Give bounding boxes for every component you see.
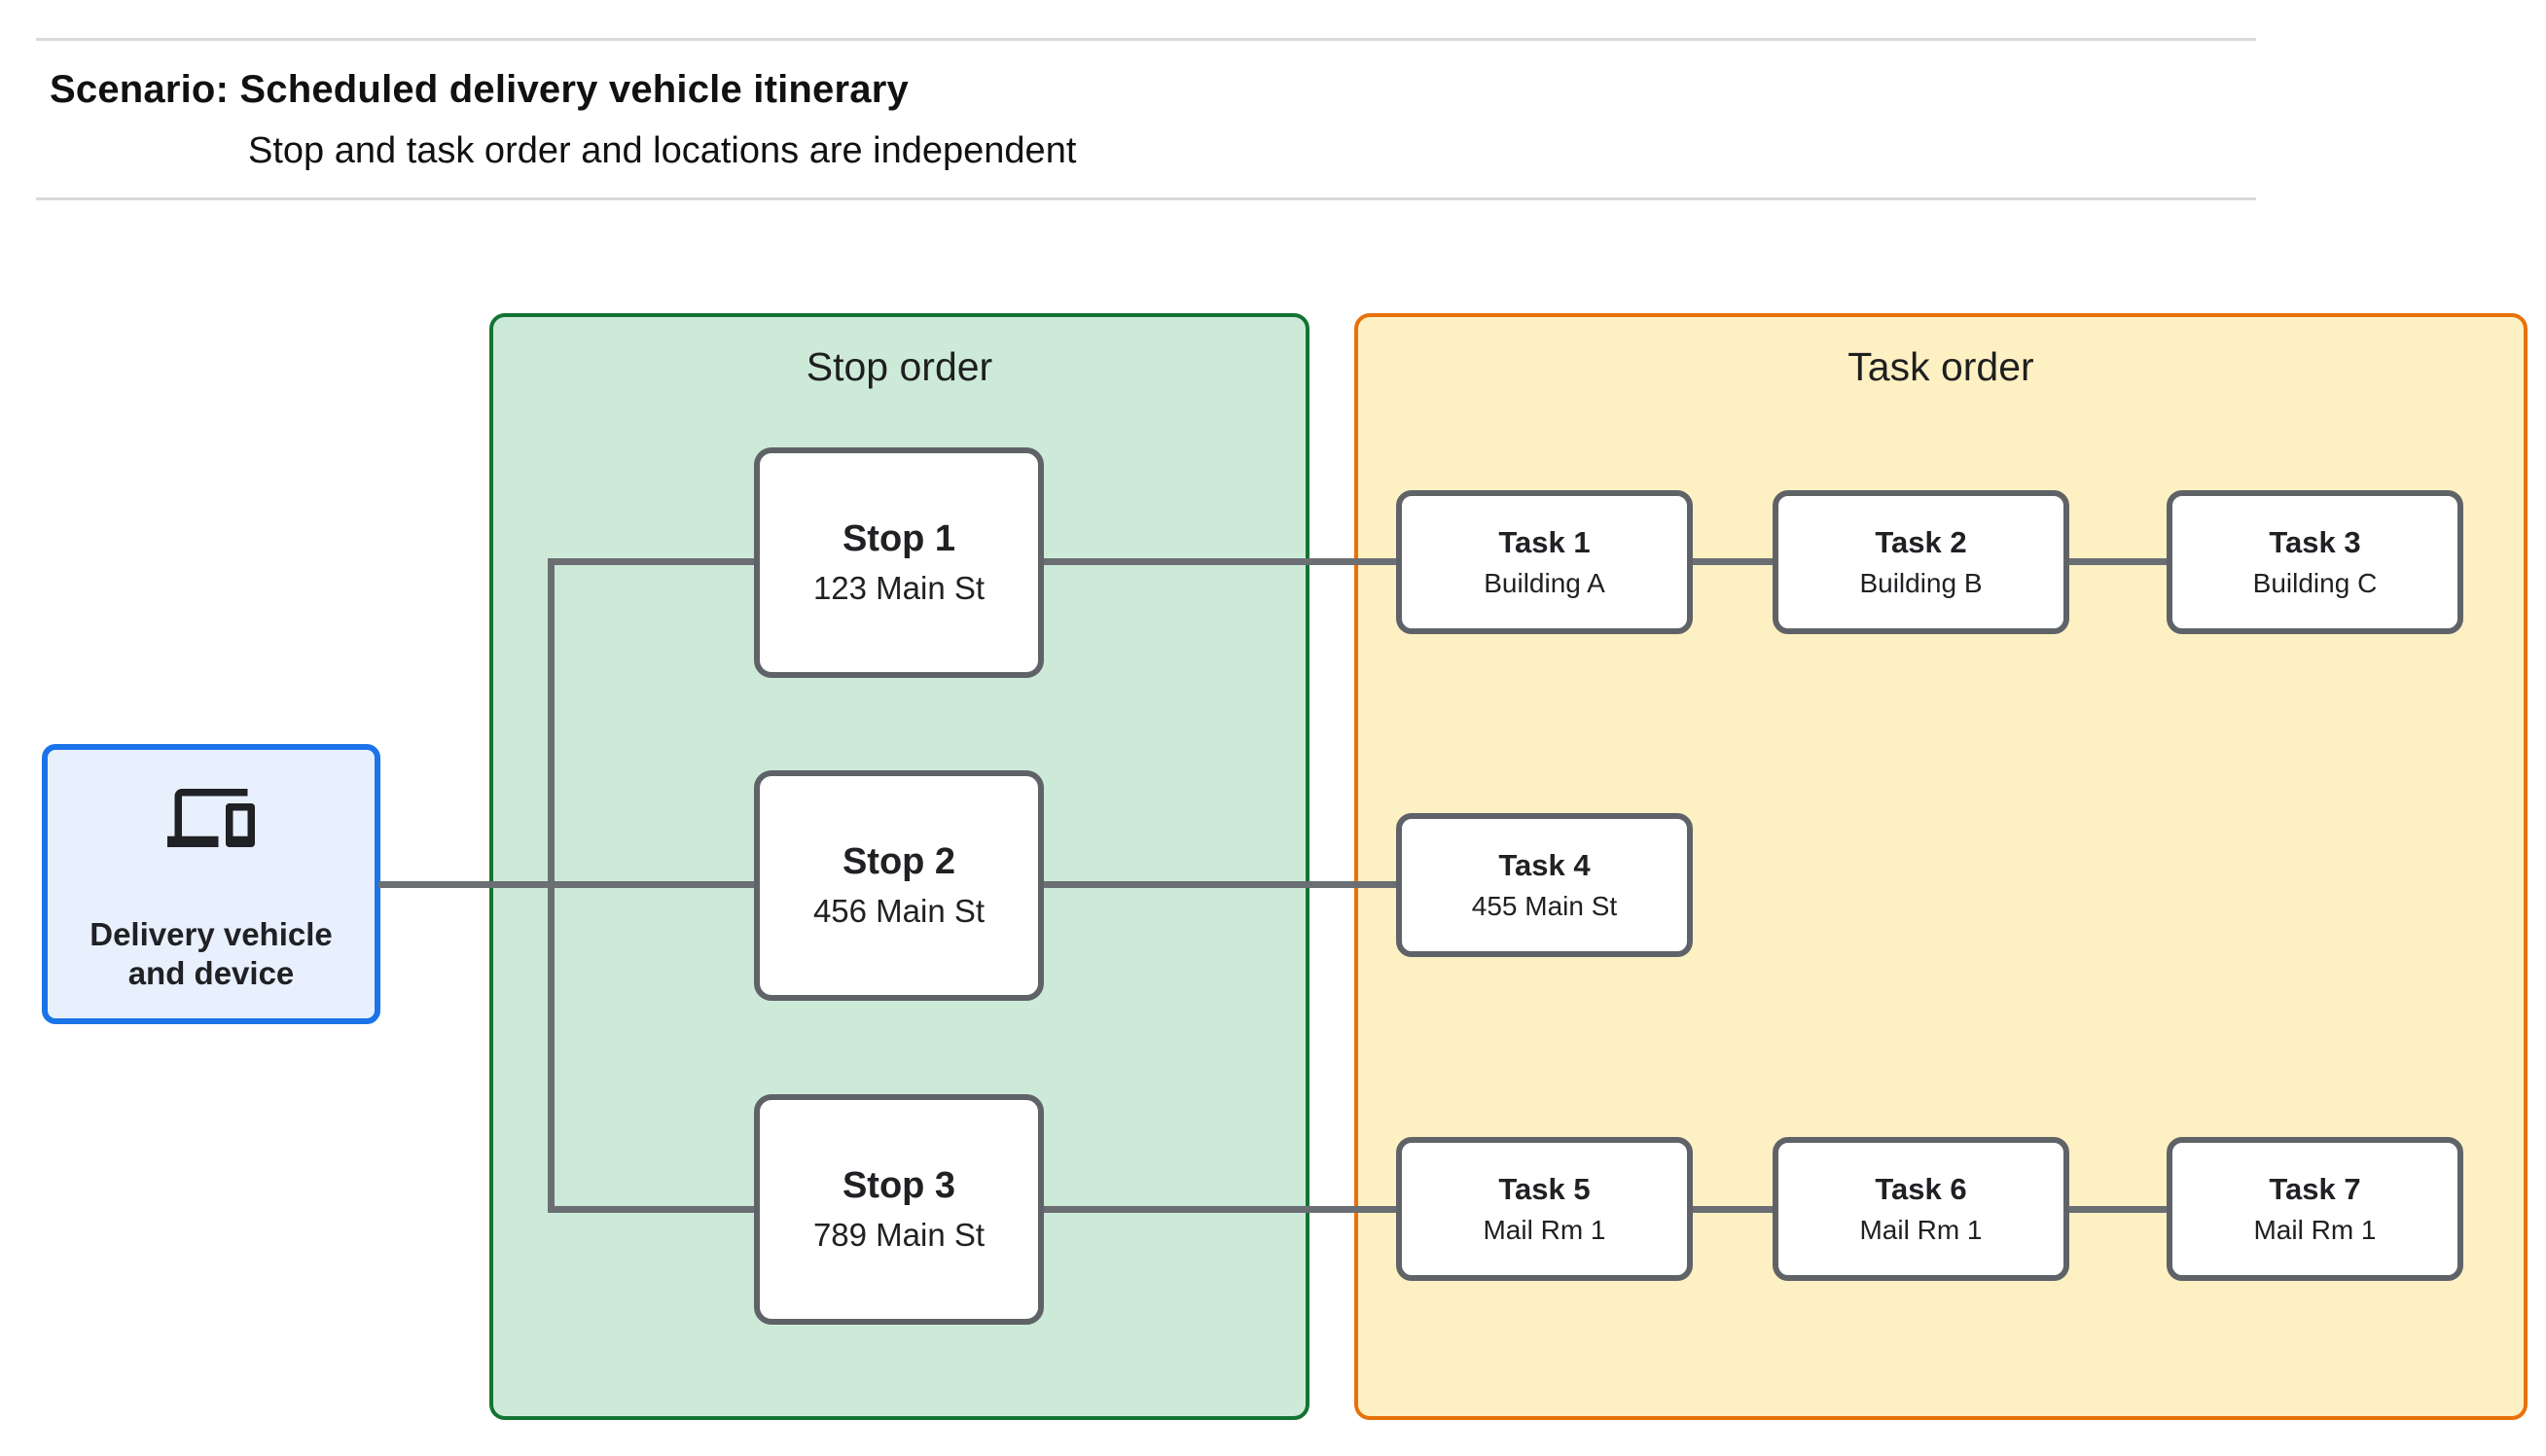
task-7-node: Task 7 Mail Rm 1	[2167, 1137, 2463, 1281]
stop-order-panel-title: Stop order	[806, 344, 993, 389]
stop-2-address: 456 Main St	[812, 893, 986, 929]
task-3-title: Task 3	[2269, 525, 2361, 559]
top-divider-line	[36, 38, 2256, 41]
stop-2-title: Stop 2	[842, 841, 956, 882]
task-6-location: Mail Rm 1	[1859, 1215, 1983, 1245]
devices-icon	[167, 789, 255, 847]
task-1-title: Task 1	[1498, 525, 1591, 559]
task-5-node: Task 5 Mail Rm 1	[1396, 1137, 1693, 1281]
page-title: Scenario: Scheduled delivery vehicle iti…	[50, 68, 909, 111]
vehicle-label: Delivery vehicle and device	[90, 915, 333, 994]
vehicle-label-line2: and device	[127, 954, 295, 991]
task-2-node: Task 2 Building B	[1773, 490, 2069, 634]
task-4-node: Task 4 455 Main St	[1396, 813, 1693, 957]
task-7-title: Task 7	[2269, 1172, 2361, 1206]
stop-2-node: Stop 2 456 Main St	[754, 770, 1044, 1001]
task-5-title: Task 5	[1498, 1172, 1591, 1206]
task-1-node: Task 1 Building A	[1396, 490, 1693, 634]
task-order-panel-title: Task order	[1847, 344, 2034, 389]
task-5-location: Mail Rm 1	[1483, 1215, 1606, 1245]
stop-1-node: Stop 1 123 Main St	[754, 447, 1044, 678]
connector-stop3-to-task5	[1038, 1206, 1402, 1213]
task-7-location: Mail Rm 1	[2253, 1215, 2377, 1245]
task-2-title: Task 2	[1875, 525, 1967, 559]
connector-stop2-to-task4	[1038, 881, 1402, 888]
stop-3-node: Stop 3 789 Main St	[754, 1094, 1044, 1325]
connector-task6-to-task7	[2063, 1206, 2172, 1213]
task-6-title: Task 6	[1875, 1172, 1967, 1206]
connector-task5-to-task6	[1687, 1206, 1778, 1213]
stop-3-address: 789 Main St	[812, 1217, 986, 1253]
task-1-location: Building A	[1484, 568, 1605, 598]
task-3-node: Task 3 Building C	[2167, 490, 2463, 634]
stop-3-title: Stop 3	[842, 1165, 956, 1206]
vehicle-label-line1: Delivery vehicle	[90, 915, 333, 952]
page-subtitle: Stop and task order and locations are in…	[248, 130, 1077, 171]
connector-vehicle-to-stops	[378, 881, 760, 888]
connector-stop1-to-task1	[1038, 558, 1402, 565]
delivery-vehicle-node: Delivery vehicle and device	[42, 744, 380, 1024]
task-2-location: Building B	[1859, 568, 1983, 598]
connector-task1-to-task2	[1687, 558, 1778, 565]
task-6-node: Task 6 Mail Rm 1	[1773, 1137, 2069, 1281]
connector-branch-to-stop3	[548, 1206, 760, 1213]
task-3-location: Building C	[2252, 568, 2378, 598]
stop-1-address: 123 Main St	[812, 570, 986, 606]
stop-1-title: Stop 1	[842, 518, 956, 559]
task-4-location: 455 Main St	[1471, 891, 1618, 921]
connector-task2-to-task3	[2063, 558, 2172, 565]
task-4-title: Task 4	[1498, 848, 1591, 882]
connector-branch-to-stop1	[548, 558, 760, 565]
connector-branch-vertical	[548, 558, 555, 1213]
bottom-divider-line	[36, 197, 2256, 200]
